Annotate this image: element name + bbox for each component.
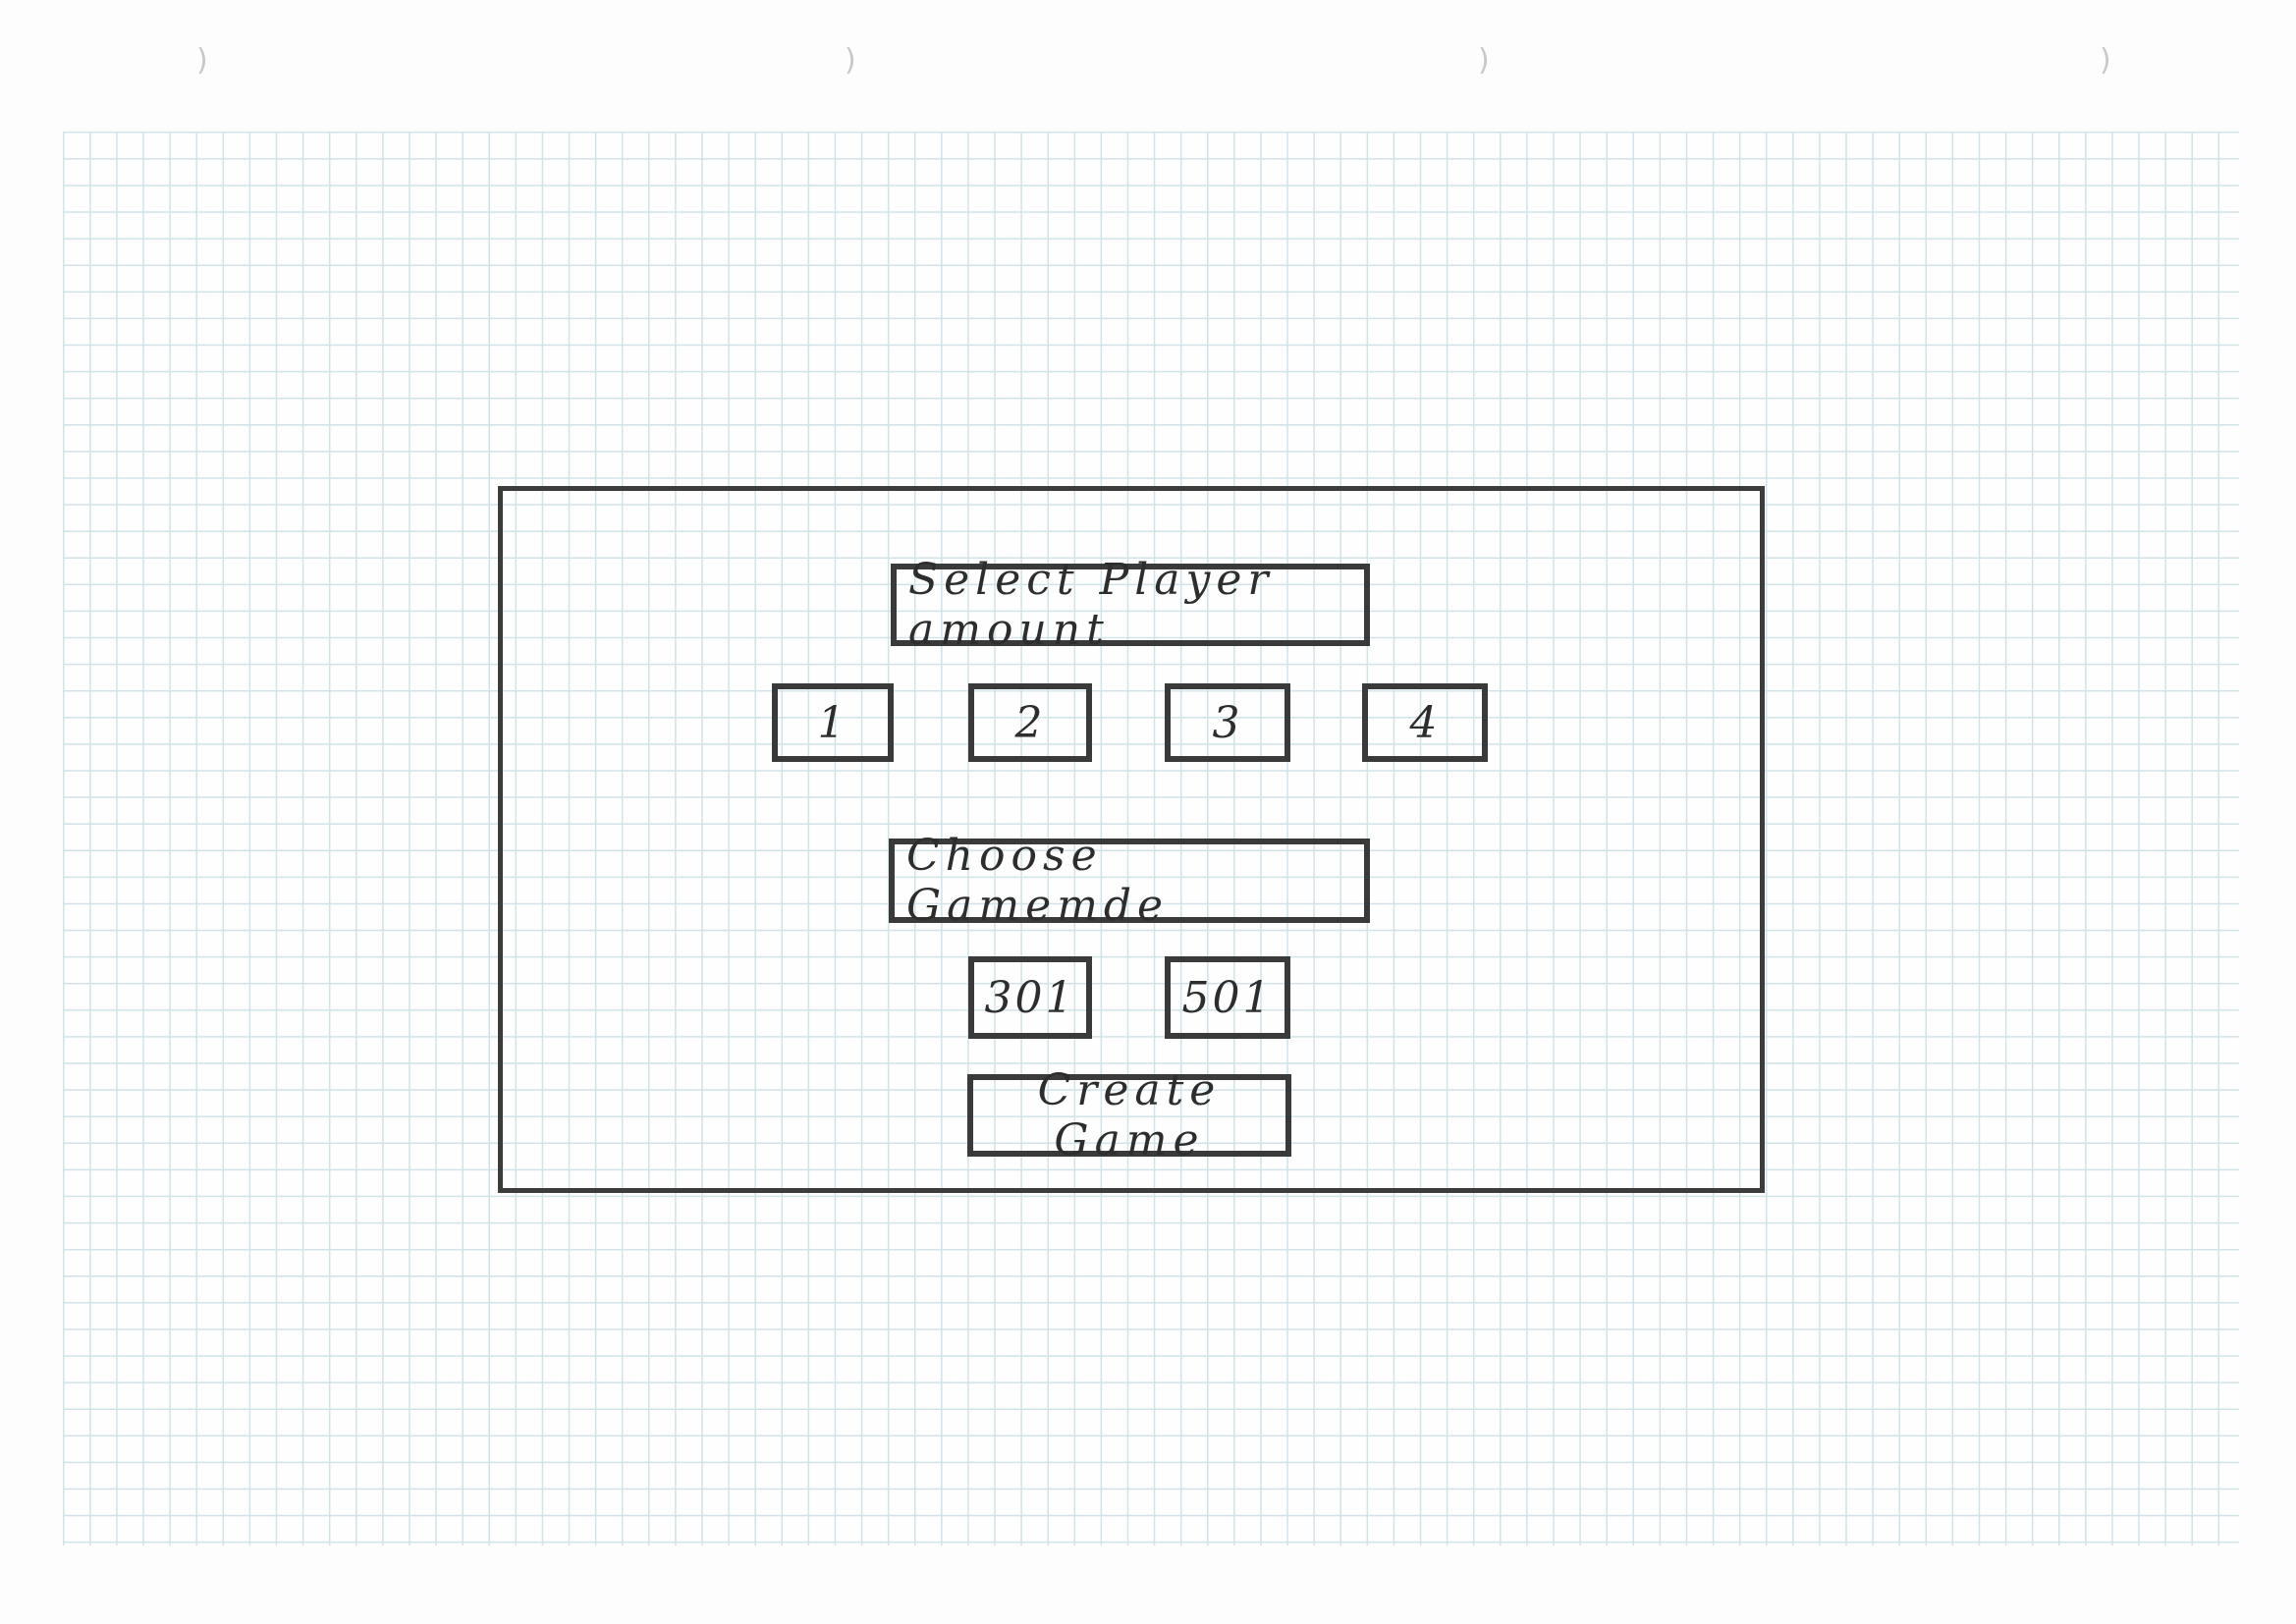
punch-hole-mark: ) xyxy=(1478,43,1490,78)
create-game-button[interactable]: Create Game xyxy=(967,1065,1291,1165)
punch-hole-mark: ) xyxy=(196,43,208,78)
punch-hole-mark: ) xyxy=(2100,43,2111,78)
player-amount-heading: Select Player amount xyxy=(891,555,1370,655)
gamemode-heading: Choose Gamemde xyxy=(889,831,1370,931)
player-count-2-button[interactable]: 2 xyxy=(968,683,1092,762)
gamemode-301-button[interactable]: 301 xyxy=(968,956,1092,1039)
player-count-3-button[interactable]: 3 xyxy=(1165,683,1290,762)
player-count-4-button[interactable]: 4 xyxy=(1362,683,1488,762)
app-window-frame xyxy=(498,486,1765,1193)
gamemode-501-button[interactable]: 501 xyxy=(1165,956,1290,1039)
player-count-1-button[interactable]: 1 xyxy=(772,683,894,762)
punch-hole-mark: ) xyxy=(845,43,856,78)
